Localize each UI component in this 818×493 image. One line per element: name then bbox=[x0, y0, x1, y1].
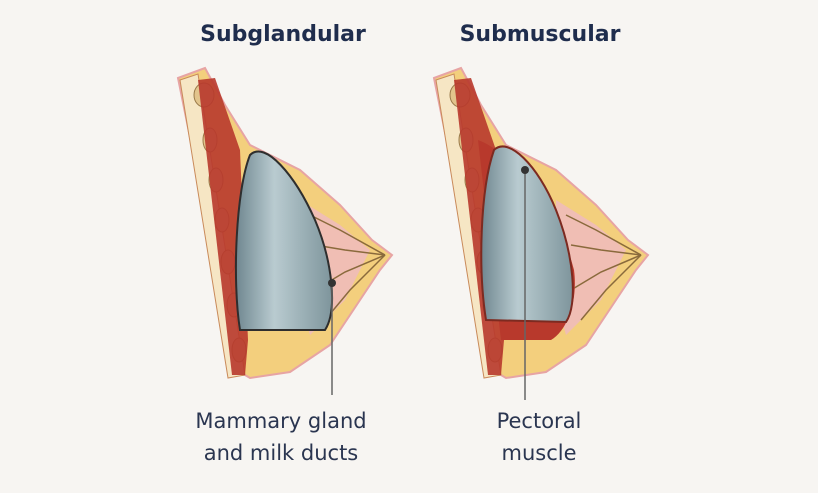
implant-subglandular bbox=[234, 150, 334, 331]
submuscular-illustration bbox=[433, 67, 649, 379]
label-pectoral-muscle: Pectoral muscle bbox=[419, 405, 659, 469]
label-line-2: muscle bbox=[501, 441, 577, 465]
title-subglandular: Subglandular bbox=[200, 22, 366, 47]
leader-dot-muscle bbox=[521, 166, 529, 174]
label-line-1: Mammary gland bbox=[195, 409, 367, 433]
leader-dot-gland bbox=[328, 279, 336, 287]
title-submuscular: Submuscular bbox=[459, 22, 621, 47]
label-mammary-gland: Mammary gland and milk ducts bbox=[161, 405, 401, 469]
subglandular-illustration bbox=[177, 67, 393, 395]
label-line-1: Pectoral bbox=[496, 409, 582, 433]
label-line-2: and milk ducts bbox=[203, 441, 359, 465]
implant-submuscular bbox=[480, 145, 574, 324]
